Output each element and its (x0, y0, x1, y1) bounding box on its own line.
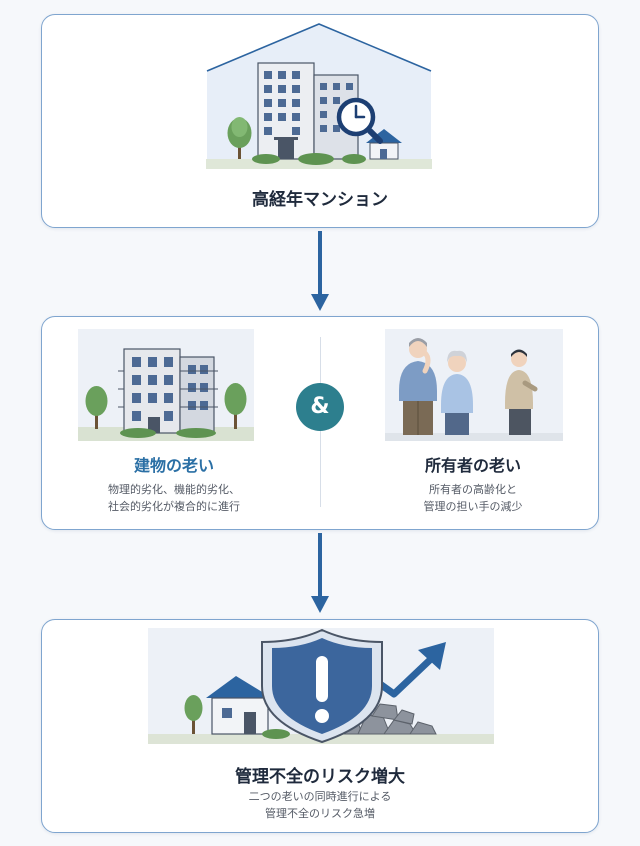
aging-building-illustration (78, 329, 254, 441)
risk-increase-desc-line2: 管理不全のリスク急増 (265, 807, 375, 820)
ampersand-badge: & (296, 383, 344, 431)
aging-condo-card: 高経年マンション (41, 14, 599, 228)
owner-aging-title: 所有者の老い (424, 456, 521, 475)
building-aging-desc-line2: 社会的劣化が複合的に進行 (108, 500, 240, 513)
aging-owners-illustration (385, 329, 563, 441)
two-agings-card: & 建物の老い 物理的劣化、機能的劣化、 社会的劣化が複合的に進行 所有者の老い… (41, 316, 599, 530)
aging-condo-illustration (206, 23, 432, 169)
risk-illustration (148, 628, 494, 744)
down-arrow-icon (311, 533, 329, 613)
building-aging-desc: 物理的劣化、機能的劣化、 社会的劣化が複合的に進行 (60, 481, 288, 515)
owner-aging-desc-line1: 所有者の高齢化と (429, 483, 517, 496)
risk-increase-desc: 二つの老いの同時進行による 管理不全のリスク急増 (42, 788, 598, 822)
owner-aging-desc: 所有者の高齢化と 管理の担い手の減少 (360, 481, 586, 515)
risk-increase-card: 管理不全のリスク増大 二つの老いの同時進行による 管理不全のリスク急増 (41, 619, 599, 833)
risk-increase-desc-line1: 二つの老いの同時進行による (248, 790, 392, 803)
building-aging-desc-line1: 物理的劣化、機能的劣化、 (108, 483, 240, 496)
building-aging-title: 建物の老い (133, 456, 214, 475)
aging-condo-title: 高経年マンション (252, 190, 388, 210)
owner-aging-desc-line2: 管理の担い手の減少 (423, 500, 523, 513)
down-arrow-icon (311, 231, 329, 311)
risk-increase-title: 管理不全のリスク増大 (235, 767, 405, 787)
